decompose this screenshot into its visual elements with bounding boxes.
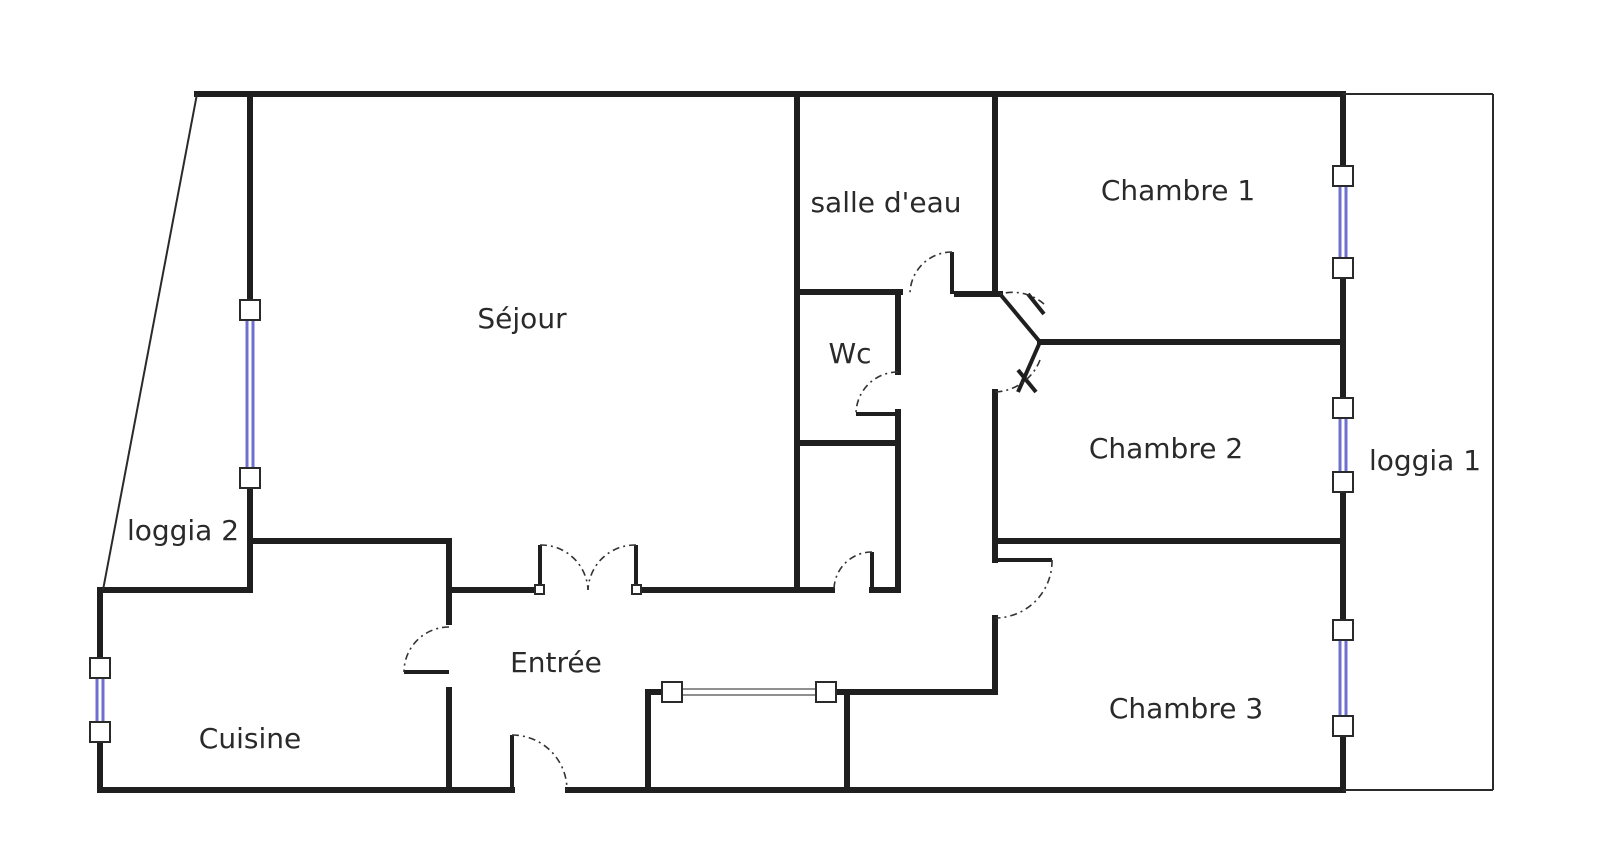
label-entree: Entrée [510, 646, 602, 679]
closet-sliding-door [661, 681, 837, 703]
label-loggia-2: loggia 2 [127, 514, 239, 547]
window-chambre-2 [1332, 397, 1354, 493]
window-sejour [239, 299, 261, 489]
label-cuisine: Cuisine [199, 722, 301, 755]
windows [89, 165, 1354, 743]
window-chambre-3 [1332, 619, 1354, 737]
door-entrance [400, 734, 568, 792]
label-chambre-3: Chambre 3 [1109, 692, 1263, 725]
window-chambre-1 [1332, 165, 1354, 279]
door-chambre-1 [998, 291, 1046, 344]
door-sejour-double [534, 544, 642, 595]
window-cuisine [89, 657, 111, 743]
loggia-outlines [102, 93, 1494, 791]
door-cupboard [833, 551, 874, 591]
label-chambre-1: Chambre 1 [1101, 174, 1255, 207]
label-loggia-1: loggia 1 [1369, 444, 1481, 477]
door-chambre-3 [994, 558, 1053, 619]
door-salle-deau [909, 251, 954, 295]
door-cuisine [403, 626, 450, 674]
doors [400, 251, 1053, 792]
interior-walls [247, 91, 1346, 793]
label-wc: Wc [828, 337, 871, 370]
label-sejour: Séjour [477, 302, 567, 335]
label-salle-deau: salle d'eau [810, 186, 961, 219]
label-chambre-2: Chambre 2 [1089, 432, 1243, 465]
door-chambre-2 [994, 341, 1042, 394]
room-labels: salle d'eau Chambre 1 Séjour Wc Chambre … [127, 174, 1481, 755]
door-wc [855, 371, 899, 416]
